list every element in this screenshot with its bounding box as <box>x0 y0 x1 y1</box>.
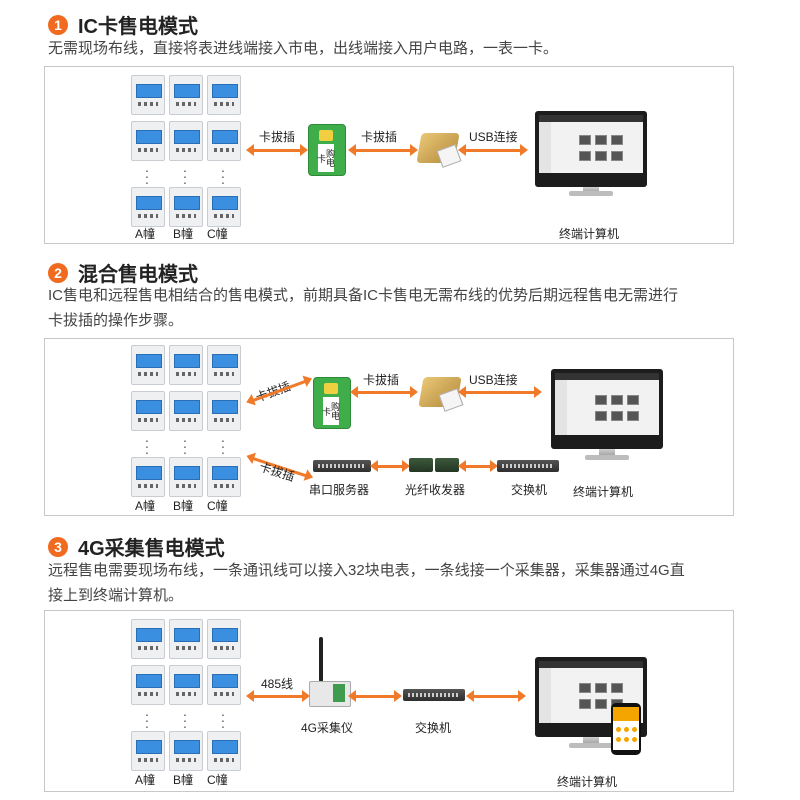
card-reader-icon <box>416 125 462 169</box>
monitor-icon <box>535 657 647 749</box>
switch-icon <box>497 460 559 472</box>
section-number-badge: 3 <box>48 536 68 557</box>
bidirectional-arrow <box>348 144 418 156</box>
edge-label-usb: USB连接 <box>469 373 518 387</box>
diagram-panel: ··· ··· ··· A幢 B幢 C幢 卡拔插 购电卡 卡拔插 USB连接 <box>44 66 734 244</box>
meter-icon <box>207 457 241 497</box>
meter-grid: ··· ··· ··· <box>131 619 241 771</box>
meter-icon <box>131 121 165 161</box>
description-line: 卡拔插的操作步骤。 <box>48 312 184 329</box>
terminal-label: 终端计算机 <box>557 775 618 789</box>
building-label-a: A幢 <box>135 499 156 513</box>
description-line: IC售电和远程售电相结合的售电模式，前期具备IC卡售电无需布线的优势后期远程售电… <box>48 287 679 304</box>
terminal-label: 终端计算机 <box>573 485 634 499</box>
building-label-b: B幢 <box>173 773 194 787</box>
meter-icon <box>169 391 203 431</box>
switch-icon <box>403 689 465 701</box>
meter-icon <box>207 187 241 227</box>
building-label-b: B幢 <box>173 499 194 513</box>
meter-icon <box>169 345 203 385</box>
bidirectional-arrow <box>458 144 528 156</box>
meter-icon <box>207 75 241 115</box>
section-number-badge: 2 <box>48 262 68 283</box>
fiber-transceiver-icon <box>409 455 459 475</box>
meter-icon <box>169 75 203 115</box>
bidirectional-arrow <box>246 144 308 156</box>
section-title: IC卡售电模式 <box>78 16 198 38</box>
section-ic-card-mode: 1 IC卡售电模式 无需现场布线，直接将表进线端接入市电，出线端接入用户电路，一… <box>0 0 800 250</box>
section-description: 远程售电需要现场布线，一条通讯线可以接入32块电表，一条线接一个采集器，采集器通… <box>48 558 738 608</box>
section-header: 3 4G采集售电模式 <box>48 532 225 561</box>
description-line: 接上到终端计算机。 <box>48 587 184 604</box>
serial-server-label: 串口服务器 <box>309 483 370 497</box>
meter-icon <box>207 345 241 385</box>
building-label-a: A幢 <box>135 227 156 241</box>
edge-label-card-insert: 卡拔插 <box>361 130 398 144</box>
ic-card-icon: 购电卡 <box>308 124 346 176</box>
section-number-badge: 1 <box>48 14 68 35</box>
diagram-panel: ··· ··· ··· A幢 B幢 C幢 卡拔插 购电卡 卡拔插 USB连接 卡… <box>44 338 734 516</box>
meter-icon <box>131 345 165 385</box>
building-label-c: C幢 <box>207 773 228 787</box>
edge-label-usb: USB连接 <box>469 130 518 144</box>
collector-label: 4G采集仪 <box>301 721 354 735</box>
collector-4g-icon <box>309 637 353 707</box>
bidirectional-arrow <box>466 690 526 702</box>
meter-icon <box>207 619 241 659</box>
meter-icon <box>131 731 165 771</box>
description-line: 远程售电需要现场布线，一条通讯线可以接入32块电表，一条线接一个采集器，采集器通… <box>48 562 685 579</box>
section-header: 2 混合售电模式 <box>48 258 198 287</box>
section-description: IC售电和远程售电相结合的售电模式，前期具备IC卡售电无需布线的优势后期远程售电… <box>48 283 738 333</box>
phone-icon <box>611 703 641 755</box>
bidirectional-arrow <box>350 386 418 398</box>
section-description: 无需现场布线，直接将表进线端接入市电，出线端接入用户电路，一表一卡。 <box>48 40 559 57</box>
section-title: 4G采集售电模式 <box>78 538 225 560</box>
meter-icon <box>131 665 165 705</box>
bidirectional-arrow <box>348 690 402 702</box>
meter-icon <box>169 121 203 161</box>
edge-label-485: 485线 <box>261 677 294 691</box>
edge-label-card-insert: 卡拔插 <box>257 459 297 485</box>
meter-icon <box>169 731 203 771</box>
section-title: 混合售电模式 <box>78 264 198 286</box>
diagram-panel: ··· ··· ··· A幢 B幢 C幢 485线 4G采集仪 交换机 <box>44 610 734 792</box>
terminal-label: 终端计算机 <box>559 227 620 241</box>
building-label-c: C幢 <box>207 227 228 241</box>
meter-icon <box>131 391 165 431</box>
building-label-c: C幢 <box>207 499 228 513</box>
meter-icon <box>169 187 203 227</box>
card-reader-icon <box>418 369 464 413</box>
meter-grid: ··· ··· ··· <box>131 75 241 227</box>
building-label-a: A幢 <box>135 773 156 787</box>
bidirectional-arrow <box>370 460 410 472</box>
meter-icon <box>207 665 241 705</box>
section-header: 1 IC卡售电模式 <box>48 10 198 39</box>
meter-icon <box>207 731 241 771</box>
bidirectional-arrow <box>246 690 310 702</box>
section-hybrid-mode: 2 混合售电模式 IC售电和远程售电相结合的售电模式，前期具备IC卡售电无需布线… <box>0 250 800 520</box>
meter-grid: ··· ··· ··· <box>131 345 241 497</box>
meter-icon <box>131 187 165 227</box>
bidirectional-arrow <box>458 460 498 472</box>
switch-label: 交换机 <box>511 483 548 497</box>
meter-icon <box>207 121 241 161</box>
building-label-b: B幢 <box>173 227 194 241</box>
section-4g-mode: 3 4G采集售电模式 远程售电需要现场布线，一条通讯线可以接入32块电表，一条线… <box>0 520 800 800</box>
meter-icon <box>169 619 203 659</box>
edge-label-card-insert: 卡拔插 <box>363 373 400 387</box>
switch-label: 交换机 <box>415 721 452 735</box>
meter-icon <box>131 457 165 497</box>
fiber-transceiver-label: 光纤收发器 <box>405 483 466 497</box>
monitor-icon <box>551 369 663 461</box>
meter-icon <box>169 457 203 497</box>
bidirectional-arrow <box>458 386 542 398</box>
meter-icon <box>169 665 203 705</box>
meter-icon <box>207 391 241 431</box>
meter-icon <box>131 619 165 659</box>
edge-label-card-insert: 卡拔插 <box>259 130 296 144</box>
serial-server-icon <box>313 460 371 472</box>
monitor-icon <box>535 111 647 196</box>
ic-card-icon: 购电卡 <box>313 377 351 429</box>
meter-icon <box>131 75 165 115</box>
